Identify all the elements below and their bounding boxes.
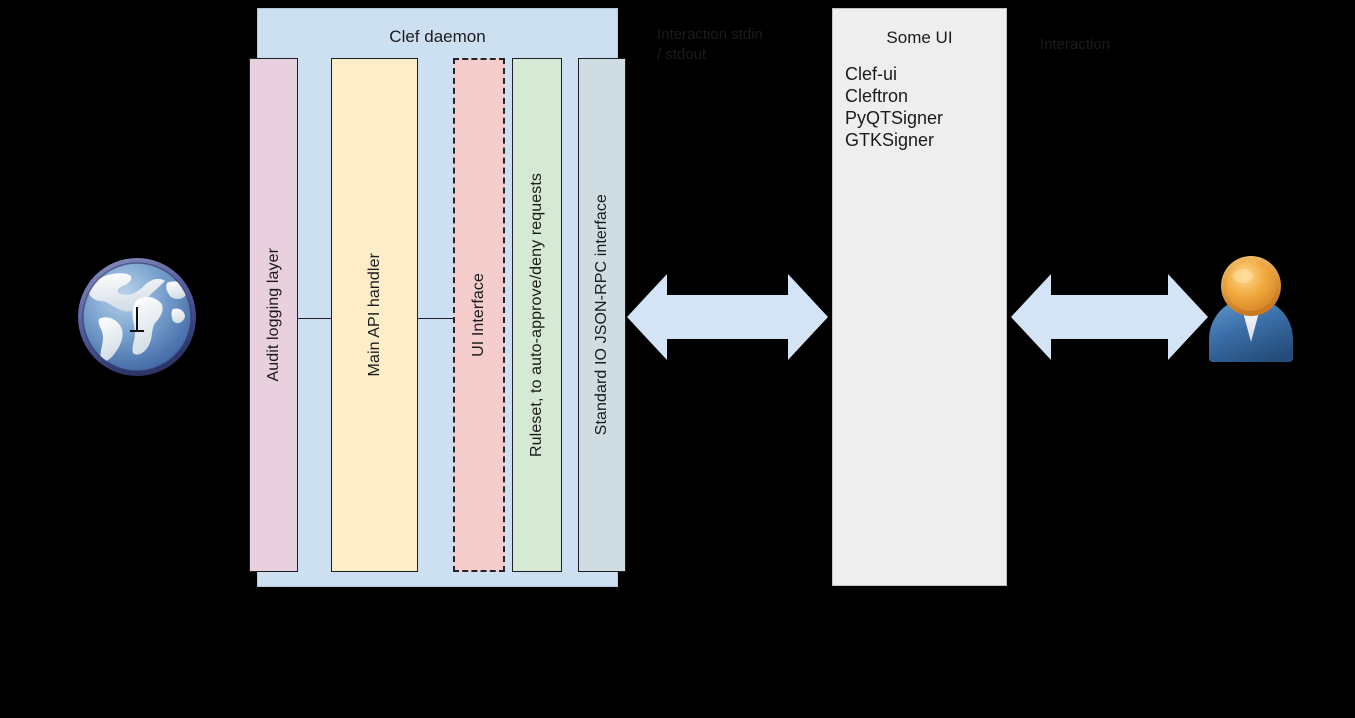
component-ruleset[interactable]: Ruleset, to auto-approve/deny requests [512, 58, 562, 572]
component-label: Audit logging layer [264, 248, 282, 382]
clef-daemon-title: Clef daemon [389, 27, 486, 46]
component-label: UI Interface [470, 273, 487, 357]
some-ui-implementation-list: Clef-ui Cleftron PyQTSigner GTKSigner [845, 63, 943, 151]
component-standard-io-json-rpc[interactable]: Standard IO JSON-RPC interface [578, 58, 626, 572]
interaction-arrow-label-line1: Interaction [1040, 36, 1111, 53]
connector-line-audit-to-api [297, 318, 332, 319]
component-audit-logging-layer[interactable]: Audit logging layer [249, 58, 298, 572]
user-icon [1203, 254, 1299, 364]
some-ui-title: Some UI [886, 28, 953, 47]
stdio-arrow-label: Interaction stdin / stdout [657, 0, 827, 90]
stdio-arrow-label-line1: Interaction stdin [657, 26, 763, 43]
list-item: PyQTSigner [845, 108, 944, 128]
stdio-arrow-label-line2: / stdout [657, 46, 707, 63]
connector-line-api-to-ui [417, 318, 454, 319]
list-item: Clef-ui [845, 64, 898, 84]
component-label: Ruleset, to auto-approve/deny requests [528, 173, 545, 457]
list-item: GTKSigner [845, 130, 935, 150]
interaction-arrow [1011, 272, 1208, 362]
component-ui-interface[interactable]: UI Interface [453, 58, 505, 572]
stdio-arrow [627, 272, 828, 362]
component-main-api-handler[interactable]: Main API handler [331, 58, 418, 572]
interaction-arrow-label: Interaction [1040, 0, 1200, 90]
some-ui-container[interactable]: Some UI Clef-ui Cleftron PyQTSigner GTKS… [832, 8, 1007, 586]
clef-daemon-container[interactable]: Clef daemon [257, 8, 618, 587]
component-label: Main API handler [365, 253, 383, 377]
globe-icon [73, 253, 201, 381]
component-label: Standard IO JSON-RPC interface [593, 194, 610, 436]
list-item: Cleftron [845, 86, 909, 106]
